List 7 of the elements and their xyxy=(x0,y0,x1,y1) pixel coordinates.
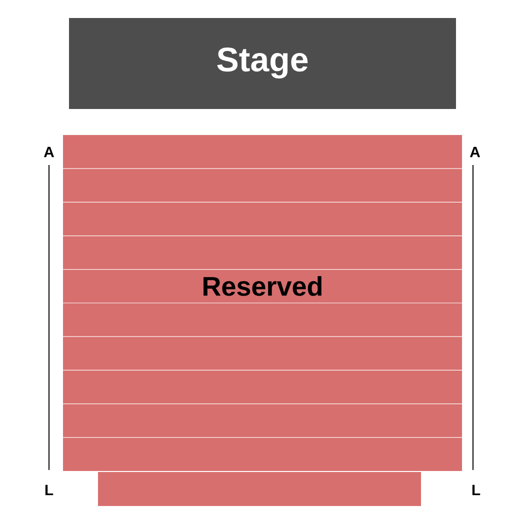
seating-section xyxy=(98,472,421,506)
node-label: Reserved xyxy=(204,276,322,296)
row-label: L xyxy=(472,484,480,496)
row-label: L xyxy=(45,484,54,496)
stage-box: Stage xyxy=(69,18,456,109)
row-label: A xyxy=(470,146,480,158)
row-label: A xyxy=(44,146,54,158)
